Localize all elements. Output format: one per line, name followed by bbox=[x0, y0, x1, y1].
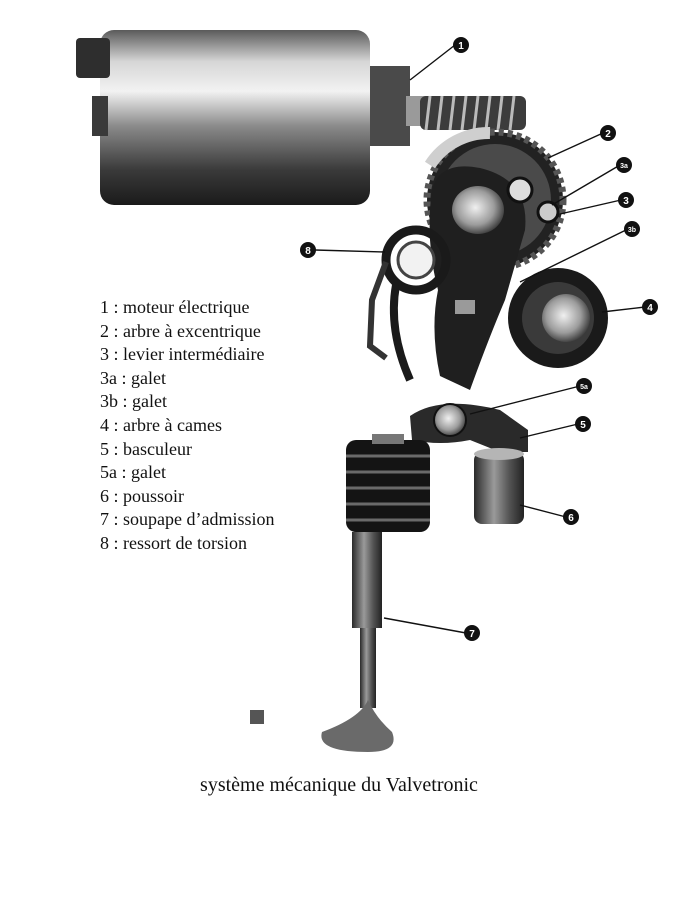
callout-label: 7 bbox=[469, 629, 475, 640]
legend-item: 6 : poussoir bbox=[100, 485, 185, 506]
worm-screw bbox=[420, 95, 526, 131]
legend-number: 3 bbox=[100, 344, 109, 365]
legend-label: poussoir bbox=[123, 485, 185, 506]
legend-item: 5a : galet bbox=[100, 462, 166, 483]
legend-number: 4 bbox=[100, 414, 109, 435]
callout-badge-8: 8 bbox=[300, 242, 316, 258]
legend-number: 5a bbox=[100, 462, 117, 483]
legend-label: galet bbox=[131, 462, 166, 483]
callout-badge-1: 1 bbox=[453, 37, 469, 53]
legend-number: 3b bbox=[100, 391, 118, 412]
legend-number: 3a bbox=[100, 367, 117, 388]
callout-label: 4 bbox=[647, 303, 653, 314]
legend-number: 1 bbox=[100, 297, 109, 317]
callout-label: 3a bbox=[620, 163, 628, 170]
legend-label: moteur électrique bbox=[123, 297, 250, 317]
callout-label: 6 bbox=[568, 513, 574, 524]
torsion-spring bbox=[366, 225, 451, 382]
legend-number: 7 bbox=[100, 509, 109, 530]
callout-badge-3: 3 bbox=[618, 192, 634, 208]
legend-label: galet bbox=[132, 391, 167, 412]
legend-label: basculeur bbox=[123, 438, 192, 459]
callout-label: 8 bbox=[305, 246, 311, 257]
callout-label: 3b bbox=[628, 227, 636, 234]
legend-item: 5 : basculeur bbox=[100, 438, 192, 459]
callout-label: 5a bbox=[580, 384, 588, 391]
legend-item: 2 : arbre à excentrique bbox=[100, 320, 261, 341]
figure-caption: système mécanique du Valvetronic bbox=[200, 774, 478, 796]
valve-spring bbox=[346, 434, 430, 532]
callout-badge-5: 5 bbox=[575, 416, 591, 432]
callout-badge-6: 6 bbox=[563, 509, 579, 525]
legend-item: 3b : galet bbox=[100, 391, 167, 412]
callout-badge-3a: 3a bbox=[616, 157, 632, 173]
legend-item: 3 : levier intermédiaire bbox=[100, 344, 265, 365]
callout-label: 5 bbox=[580, 420, 586, 431]
legend-item: 8 : ressort de torsion bbox=[100, 532, 247, 553]
legend-label: soupape d’admission bbox=[123, 509, 275, 530]
legend-number: 2 bbox=[100, 320, 109, 341]
electric-motor bbox=[76, 30, 432, 205]
callout-badge-5a: 5a bbox=[576, 378, 592, 394]
callout-badge-3b: 3b bbox=[624, 221, 640, 237]
intermediate-lever bbox=[429, 166, 560, 390]
legend-item: 1 : moteur électrique bbox=[100, 297, 250, 317]
legend-number: 6 bbox=[100, 485, 109, 506]
legend-item: 3a : galet bbox=[100, 367, 166, 388]
legend-number: 5 bbox=[100, 438, 109, 459]
callout-label: 2 bbox=[605, 129, 611, 140]
leader-lines bbox=[314, 44, 646, 634]
legend-label: arbre à cames bbox=[123, 414, 222, 435]
intake-valve bbox=[250, 532, 394, 752]
callout-badge-2: 2 bbox=[600, 125, 616, 141]
tappet bbox=[474, 448, 524, 524]
legend-number: 8 bbox=[100, 532, 109, 553]
callout-label: 3 bbox=[623, 196, 629, 207]
callout-badge-4: 4 bbox=[642, 299, 658, 315]
rocker-arm bbox=[410, 403, 528, 452]
legend-item: 4 : arbre à cames bbox=[100, 414, 222, 435]
parts-legend: 1 : moteur électrique 2 : arbre à excent… bbox=[100, 296, 275, 556]
legend-label: levier intermédiaire bbox=[123, 344, 265, 365]
callout-label: 1 bbox=[458, 41, 464, 52]
camshaft bbox=[508, 268, 608, 368]
legend-label: galet bbox=[131, 367, 166, 388]
legend-label: ressort de torsion bbox=[123, 532, 247, 553]
legend-item: 7 : soupape d’admission bbox=[100, 509, 275, 530]
callout-badge-7: 7 bbox=[464, 625, 480, 641]
legend-label: arbre à excentrique bbox=[123, 320, 261, 341]
